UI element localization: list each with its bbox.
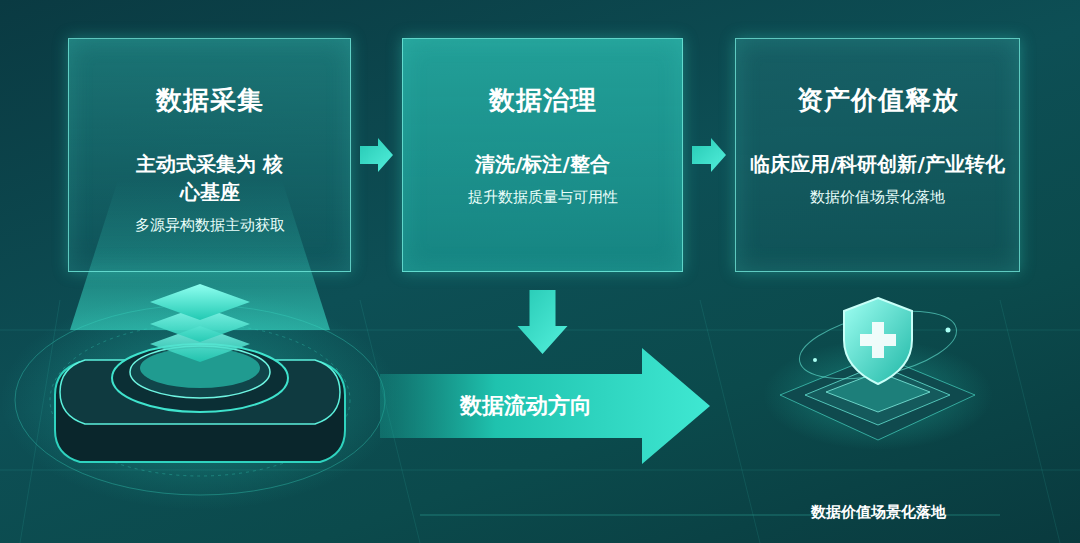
node-title: 资产价值释放	[797, 83, 959, 118]
process-panel: 数据治理清洗/标注/整合提升数据质量与可用性	[402, 38, 683, 272]
flow-connector	[692, 138, 726, 172]
flow-connector	[518, 290, 568, 354]
node-title: 数据治理	[489, 83, 597, 118]
node-text: 清洗/标注/整合	[475, 150, 610, 178]
node-text: 数据价值场景化落地	[810, 188, 945, 207]
node-title: 数据流动方向	[460, 391, 592, 421]
node-text: 临床应用/科研创新/产业转化	[750, 150, 1005, 178]
flow-connector	[360, 138, 393, 172]
node-text: 提升数据质量与可用性	[468, 188, 618, 207]
node-text: 主动式采集为 核心基座	[135, 150, 285, 206]
shield-icon	[763, 298, 993, 450]
node-text: 多源异构数据主动获取	[135, 216, 285, 235]
node-title: 数据采集	[156, 83, 264, 118]
process-panel: 资产价值释放临床应用/科研创新/产业转化数据价值场景化落地	[735, 38, 1020, 272]
process-panel: 数据采集主动式采集为 核心基座多源异构数据主动获取	[68, 38, 351, 272]
caption-label: 数据价值场景化落地	[811, 503, 946, 522]
flow-arrow: 数据流动方向	[380, 348, 712, 464]
